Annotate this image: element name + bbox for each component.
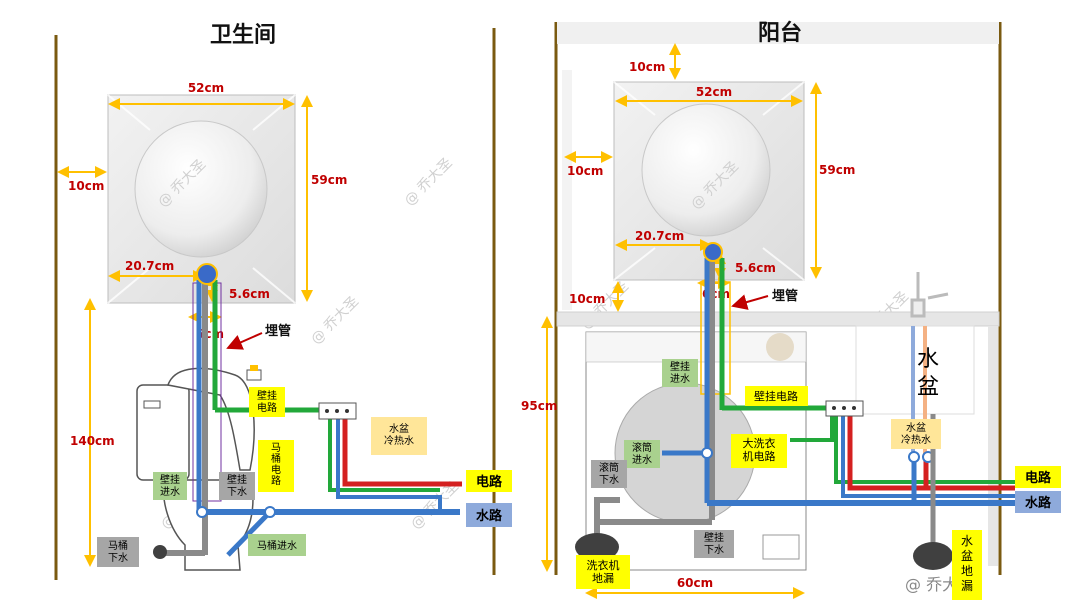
- bathroom-socket: [318, 402, 357, 420]
- balcony-hot-water: [847, 415, 1015, 491]
- bathroom-toilet-inlet-label: 马桶进水: [257, 539, 297, 552]
- bathroom-basin-cold: [336, 415, 442, 512]
- balcony-socket: [825, 400, 864, 417]
- balcony-top-band: [557, 22, 999, 44]
- balcony-dim-width: 52cm: [696, 85, 732, 99]
- balcony-counter-leg: [988, 326, 998, 566]
- balcony-dim-top-gap: 10cm: [629, 60, 665, 74]
- balcony-wall-power-label: 壁挂电路: [754, 389, 798, 403]
- bathroom-title: 卫生间: [210, 23, 276, 48]
- bathroom-wall-power-label: 壁挂电路: [257, 389, 277, 414]
- bathroom-outlet: [196, 263, 218, 285]
- balcony-cold-water: [841, 415, 1015, 498]
- bathroom-dim-width: 52cm: [188, 81, 224, 95]
- balcony-sink-floor-drain-label: 水盆地漏: [961, 534, 973, 593]
- balcony-buried-arrow: [731, 294, 769, 310]
- bathroom-water-joint-1: [196, 506, 208, 518]
- bathroom-wall-drain-label: 壁挂下水: [227, 473, 247, 498]
- balcony-electric-label: 电路: [1025, 470, 1052, 486]
- bathroom-power-down: [328, 415, 440, 492]
- bathroom-dim-outlet-x: 20.7cm: [125, 259, 174, 273]
- bathroom-wall-inlet-label: 壁挂进水: [160, 473, 180, 498]
- balcony-dim-height: 59cm: [819, 163, 855, 177]
- bathroom-dim-floor-height: 140cm: [70, 434, 115, 448]
- balcony-title: 阳台: [758, 20, 802, 46]
- balcony-dim-counter-gap: 10cm: [569, 292, 605, 306]
- bathroom-dim-outlet-radius: 5.6cm: [229, 287, 270, 301]
- balcony-wall-drain-label: 壁挂下水: [704, 531, 724, 556]
- balcony-drum-inlet-joint: [701, 447, 713, 459]
- balcony-drum-drain: [594, 497, 620, 545]
- balcony-sink-water-label: 水盆冷热水: [901, 421, 931, 446]
- bathroom-electric-label: 电路: [476, 474, 503, 490]
- watermark-3: @ 乔大圣: [308, 294, 362, 348]
- balcony-sink-drain: [913, 542, 953, 570]
- balcony-washer-power: [790, 415, 834, 442]
- bathroom-water-label: 水路: [476, 508, 503, 524]
- bathroom-buried-arrow: [226, 332, 263, 350]
- bathroom-water-joint-2: [264, 506, 276, 518]
- balcony-sink-label: 水盆: [917, 347, 939, 400]
- bathroom-basin-hot: [342, 415, 462, 487]
- balcony-washer-floor-drain-label: 洗衣机地漏: [587, 558, 620, 585]
- balcony-dim-floor-height: 95cm: [521, 399, 557, 413]
- bathroom-toilet-inlet-pipe: [226, 510, 272, 557]
- balcony-dim-washer-width: 60cm: [677, 576, 713, 590]
- balcony-drum-drain-label: 滚筒下水: [599, 461, 619, 486]
- balcony-outlet: [703, 242, 723, 262]
- balcony-sink-joint-1: [908, 451, 920, 463]
- watermark-4: @ 乔大圣: [408, 479, 462, 533]
- balcony-washer-drain: [575, 533, 619, 561]
- balcony-section: 阳台 @ 乔大圣 @ 乔大圣 @ 乔大圣 @ 乔大圣 @ 乔大圣 10cm 52…: [521, 20, 1061, 600]
- balcony-buried-label: 埋管: [772, 288, 798, 304]
- bathroom-section: 卫生间 @ 乔大圣 @ 乔大圣 @ 乔大圣 @ 乔大圣 @ 乔大圣 52cm 5…: [54, 23, 512, 580]
- balcony-wall-inlet-label: 壁挂进水: [670, 360, 690, 385]
- watermark-2: @ 乔大圣: [402, 155, 456, 209]
- balcony-dim-outlet-x: 20.7cm: [635, 229, 684, 243]
- balcony-window-frame: [562, 70, 572, 310]
- balcony-drum-inlet-label: 滚筒进水: [632, 441, 652, 466]
- bathroom-buried-label: 埋管: [265, 323, 291, 339]
- bathroom-toilet-power-label: 马桶电路: [271, 442, 281, 487]
- balcony-dim-left-gap: 10cm: [567, 164, 603, 178]
- bathroom-dim-height: 59cm: [311, 173, 347, 187]
- sink: [855, 272, 975, 455]
- balcony-dim-outlet-radius: 5.6cm: [735, 261, 776, 275]
- toilet: [136, 365, 262, 571]
- balcony-countertop: [556, 311, 1000, 327]
- balcony-buried-pipe-zone: [700, 281, 731, 395]
- balcony-power-out: [834, 415, 1015, 484]
- bathroom-dim-left-gap: 10cm: [68, 179, 104, 193]
- balcony-big-washer-power-label: 大洗衣机电路: [743, 436, 776, 463]
- bathroom-toilet-drain-plug: [153, 545, 167, 559]
- balcony-water-label: 水路: [1025, 495, 1052, 511]
- bathroom-toilet-drain-label: 马桶下水: [108, 539, 128, 564]
- bathroom-basin-water-label: 水盆冷热水: [384, 422, 414, 447]
